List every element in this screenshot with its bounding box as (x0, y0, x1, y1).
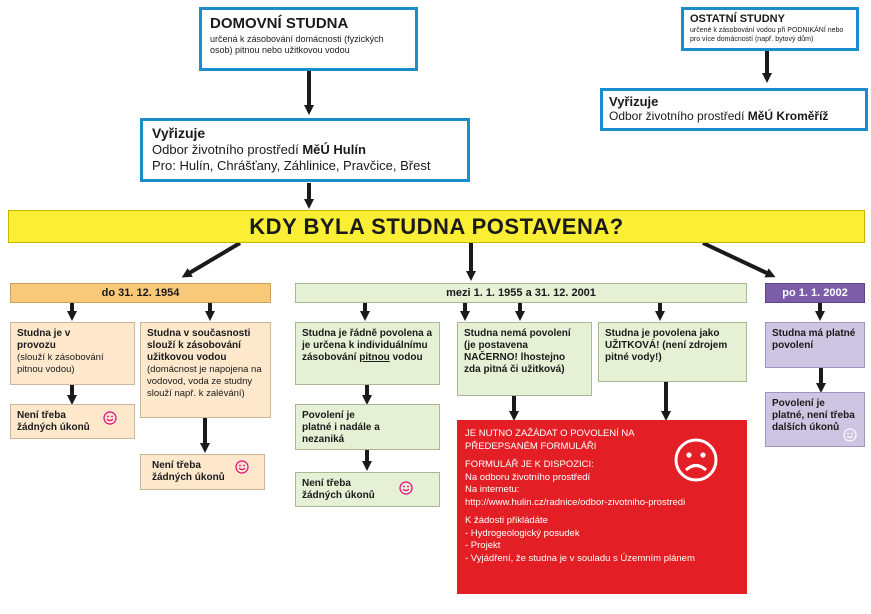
no-action-1-text: Není třeba žádných úkonů (17, 410, 90, 433)
domestic-well-box: DOMOVNÍ STUDNA určená k zásobování domác… (199, 7, 418, 71)
question-text: KDY BYLA STUDNA POSTAVENA? (249, 214, 624, 239)
period-before-1955: do 31. 12. 1954 (10, 283, 271, 303)
form-url-link[interactable]: http://www.hulin.cz/radnice/odbor-zivotn… (465, 496, 686, 508)
attachment-item: - Hydrogeologický posudek (465, 527, 580, 539)
other-wells-title: OSTATNÍ STUDNY (690, 13, 785, 25)
card-utility-permit: Studna je povolena jako UŽITKOVÁ! (není … (598, 322, 747, 382)
period-after-2002: po 1. 1. 2002 (765, 283, 865, 303)
question-banner: KDY BYLA STUDNA POSTAVENA? (8, 210, 865, 243)
card-properly-permitted-underlined: pitnou (359, 352, 390, 363)
permit-request-box: JE NUTNO ZAŽÁDAT O POVOLENÍ NA PŘEDEPSAN… (457, 420, 747, 594)
card-no-permit: Studna nemá povolení (je postavena NAČER… (457, 322, 592, 396)
form-availability-office: Na odboru životního prostředí (465, 471, 591, 483)
card-properly-permitted-text: Studna je řádně povolena a je určena k i… (302, 328, 433, 364)
handler-kromeriz-office-name: MěÚ Kroměříž (747, 109, 829, 123)
no-action-3: Není třeba žádných úkonů (295, 472, 440, 507)
attachment-item: - Projekt (465, 540, 501, 551)
attachments-list: K žádosti přikládáte - Hydrogeologický p… (465, 515, 739, 565)
handler-kromeriz-title: Vyřizuje (609, 94, 659, 109)
card-utility-water: Studna v současnosti slouží k zásobování… (140, 322, 271, 418)
permit-request-heading: JE NUTNO ZAŽÁDAT O POVOLENÍ NA PŘEDEPSAN… (465, 428, 635, 452)
handler-hulin-office: Odbor životního prostředí MěÚ Hulín (152, 142, 458, 158)
domestic-well-title: DOMOVNÍ STUDNA (210, 15, 349, 32)
form-availability: FORMULÁŘ JE K DISPOZICI: Na odboru život… (465, 459, 739, 509)
sad-face-icon (674, 438, 718, 482)
no-action-3-text: Není třeba žádných úkonů (302, 478, 375, 501)
smiley-icon (235, 460, 249, 474)
handler-kromeriz-box: Vyřizuje Odbor životního prostředí MěÚ K… (600, 88, 868, 131)
card-in-operation-note: (slouží k zásobování pitnou vodou) (17, 352, 104, 375)
card-properly-permitted: Studna je řádně povolena a je určena k i… (295, 322, 440, 385)
form-availability-internet: Na internetu: (465, 484, 520, 495)
no-action-2-text: Není třeba žádných úkonů (152, 460, 225, 483)
period-1955-2001: mezi 1. 1. 1955 a 31. 12. 2001 (295, 283, 747, 303)
card-valid-permit: Studna má platné povolení (765, 322, 865, 368)
card-utility-water-note: (domácnost je napojena na vodovod, voda … (147, 364, 262, 399)
card-properly-permitted-text-a: Studna je řádně povolena a je určena k i… (302, 328, 433, 363)
handler-hulin-box: Vyřizuje Odbor životního prostředí MěÚ H… (140, 118, 470, 182)
smiley-icon (103, 411, 117, 425)
attachments-title: K žádosti přikládáte (465, 515, 548, 526)
smiley-icon (843, 428, 857, 442)
card-utility-water-title: Studna v současnosti slouží k zásobování… (147, 328, 251, 363)
card-in-operation: Studna je v provozu (slouží k zásobování… (10, 322, 135, 385)
card-permit-valid: Povolení je platné i nadále a nezaniká (295, 404, 440, 450)
card-no-permit-text: Studna nemá povolení (je postavena NAČER… (464, 328, 571, 375)
card-in-operation-title: Studna je v provozu (17, 328, 71, 351)
other-wells-box: OSTATNÍ STUDNY určené k zásobování vodou… (681, 7, 859, 51)
handler-hulin-office-prefix: Odbor životního prostředí (152, 142, 299, 157)
domestic-well-desc: určená k zásobování domácnosti (fyzickýc… (210, 34, 384, 55)
handler-hulin-scope: Pro: Hulín, Chrášťany, Záhlinice, Pravči… (152, 158, 431, 173)
form-availability-title: FORMULÁŘ JE K DISPOZICI: (465, 459, 594, 470)
handler-hulin-office-name: MěÚ Hulín (302, 142, 366, 157)
smiley-icon (399, 481, 413, 495)
attachment-item: - Vyjádření, že studna je v souladu s Úz… (465, 552, 695, 564)
handler-kromeriz-office-prefix: Odbor životního prostředí (609, 109, 745, 123)
card-valid-permit-text: Studna má platné povolení (772, 328, 856, 351)
card-properly-permitted-text-b: vodou (392, 352, 423, 363)
handler-kromeriz-office: Odbor životního prostředí MěÚ Kroměříž (609, 109, 859, 124)
card-permit-valid-text: Povolení je platné i nadále a nezaniká (302, 410, 380, 445)
handler-hulin-title: Vyřizuje (152, 125, 206, 141)
no-action-1: Není třeba žádných úkonů (10, 404, 135, 439)
card-permit-valid-final: Povolení je platné, není třeba dalších ú… (765, 392, 865, 447)
card-permit-valid-final-text: Povolení je platné, není třeba dalších ú… (772, 398, 855, 433)
card-utility-permit-text: Studna je povolena jako UŽITKOVÁ! (není … (605, 328, 728, 363)
other-wells-desc: určené k zásobování vodou při PODNIKÁNÍ … (690, 27, 844, 43)
